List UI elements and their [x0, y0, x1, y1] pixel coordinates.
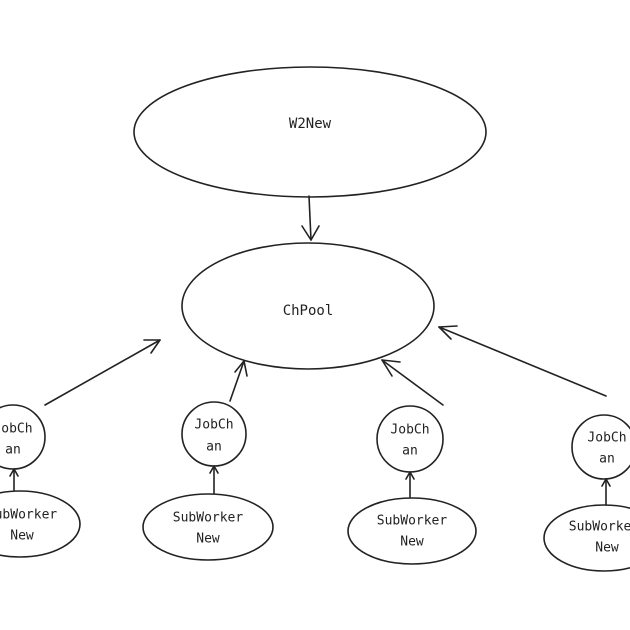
jobchan-node-3: JobCh an	[376, 405, 444, 473]
w2new-node: W2New	[133, 66, 487, 198]
arrow-subworker4-to-jobchan4	[601, 478, 611, 506]
jobchan-circle-4	[571, 414, 630, 480]
subworker-label-line2-3: New	[400, 535, 424, 550]
jobchan-label-line1-1: JobCh	[0, 422, 33, 437]
subworker-label-line2-2: New	[196, 532, 220, 547]
arrow-head	[234, 360, 248, 377]
subworker-label-line1-2: SubWorker	[173, 511, 244, 526]
arrow-shaft	[438, 326, 607, 397]
arrow-shaft	[381, 359, 444, 406]
subworker-ellipse-1	[0, 490, 81, 558]
chpool-label: ChPool	[283, 303, 334, 319]
jobchan-label-line2-1: an	[5, 443, 21, 458]
subworker-node-2: SubWorker New	[142, 493, 274, 561]
w2new-label: W2New	[289, 116, 332, 132]
jobchan-label-line1-4: JobCh	[587, 431, 626, 446]
arrow-w2new-to-chpool	[301, 195, 320, 241]
arrow-head	[438, 325, 458, 340]
arrow-subworker2-to-jobchan2	[209, 465, 219, 494]
subworker-node-1: SubWorker New	[0, 490, 81, 558]
subworker-label-line2-1: New	[10, 529, 34, 544]
arrow-head	[209, 465, 219, 474]
jobchan-label-line1-2: JobCh	[194, 418, 233, 433]
arrow-jobchan4-to-chpool	[438, 325, 607, 397]
arrow-head	[405, 471, 415, 480]
arrow-head	[301, 225, 320, 241]
chpool-node: ChPool	[181, 242, 435, 370]
subworker-node-4: SubWorker New	[543, 504, 630, 572]
arrow-head	[143, 339, 161, 354]
subworker-node-3: SubWorker New	[347, 497, 477, 565]
subworker-label-line2-4: New	[595, 541, 619, 556]
arrow-subworker3-to-jobchan3	[405, 471, 415, 498]
subworker-label-line1-4: SubWorker	[569, 520, 630, 535]
jobchan-label-line2-2: an	[206, 440, 222, 455]
subworker-ellipse-2	[142, 493, 274, 561]
arrow-shaft	[308, 195, 312, 241]
jobchan-node-4: JobCh an	[571, 414, 630, 480]
arrow-jobchan1-to-chpool	[44, 339, 161, 406]
jobchan-label-line2-4: an	[599, 452, 615, 467]
arrow-shaft	[44, 339, 161, 406]
chpool-ellipse	[181, 242, 435, 370]
jobchan-node-1: JobCh an	[0, 404, 46, 470]
arrow-jobchan3-to-chpool	[381, 359, 444, 406]
arrow-head	[601, 478, 611, 487]
arrow-jobchan2-to-chpool	[229, 360, 248, 402]
jobchan-node-2: JobCh an	[181, 401, 247, 467]
jobchan-circle-1	[0, 404, 46, 470]
arrow-head	[9, 468, 19, 477]
subworker-ellipse-4	[543, 504, 630, 572]
jobchan-label-line2-3: an	[402, 444, 418, 459]
jobchan-circle-2	[181, 401, 247, 467]
subworker-ellipse-3	[347, 497, 477, 565]
subworker-label-line1-3: SubWorker	[377, 514, 448, 529]
arrow-head	[381, 359, 401, 377]
arrow-subworker1-to-jobchan1	[9, 468, 19, 491]
w2new-ellipse	[133, 66, 487, 198]
subworker-label-line1-1: SubWorker	[0, 508, 57, 523]
jobchan-circle-3	[376, 405, 444, 473]
arrow-shaft	[229, 360, 245, 402]
jobchan-label-line1-3: JobCh	[390, 423, 429, 438]
